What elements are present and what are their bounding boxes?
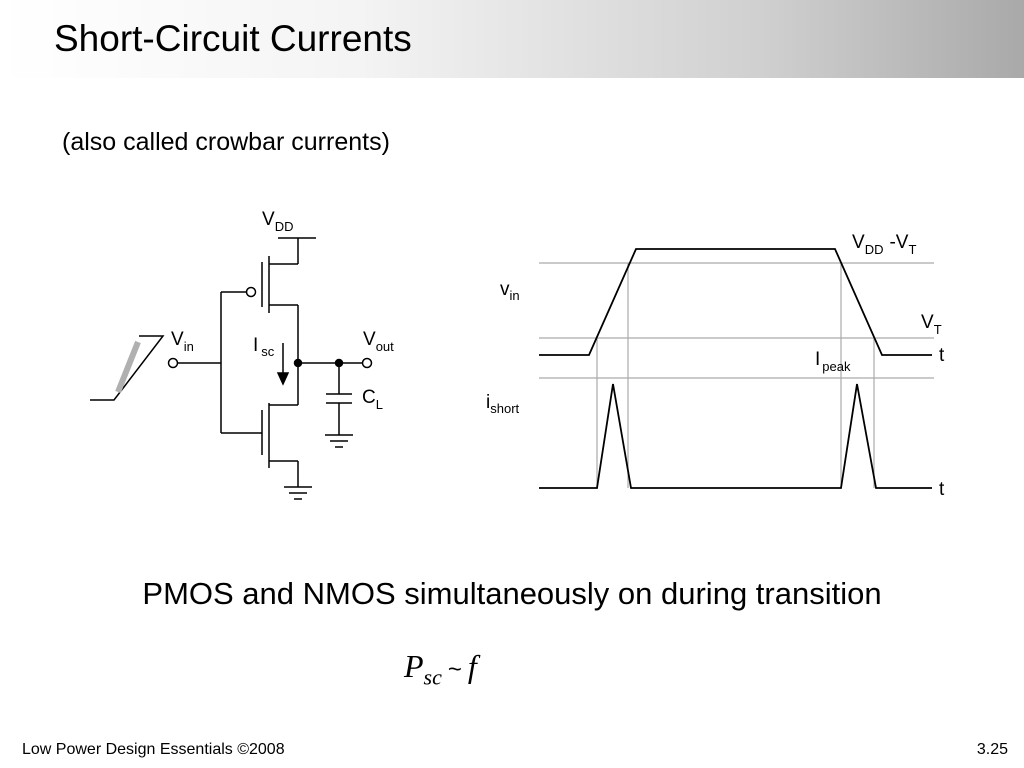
cl-label: CL [362,387,383,412]
waveform-plot [539,248,934,489]
slide-number: 3.25 [976,741,1008,758]
slide-subtitle: (also called crowbar currents) [62,128,390,156]
slide-title: Short-Circuit Currents [54,18,412,59]
output-node-dot [293,358,303,368]
inverter-circuit [90,237,373,500]
vout-label: Vout [363,329,394,354]
pmos-gate-bubble [245,286,257,298]
vdd-label: VDD [262,209,293,234]
vout-terminal [361,357,373,369]
vin-label: Vin [171,329,194,354]
vt-label: VT [921,312,942,337]
t-axis-top-label: t [939,345,945,366]
ishort-waveform [539,383,932,489]
input-ramp-waveform [90,335,165,401]
title-bar [0,0,1024,78]
vin-wave-label: vin [500,279,520,303]
key-statement: PMOS and NMOS simultaneously on during t… [142,576,882,611]
power-formula: Psc~f [404,648,477,690]
footer-copyright: Low Power Design Essentials ©2008 [22,741,285,758]
vdd-minus-vt-label: VDD-VT [852,232,916,257]
vin-terminal [167,357,179,369]
input-ramp-slope [115,340,141,394]
t-axis-bottom-label: t [939,479,945,500]
vin-waveform [539,248,932,356]
ishort-label: ishort [486,392,520,416]
